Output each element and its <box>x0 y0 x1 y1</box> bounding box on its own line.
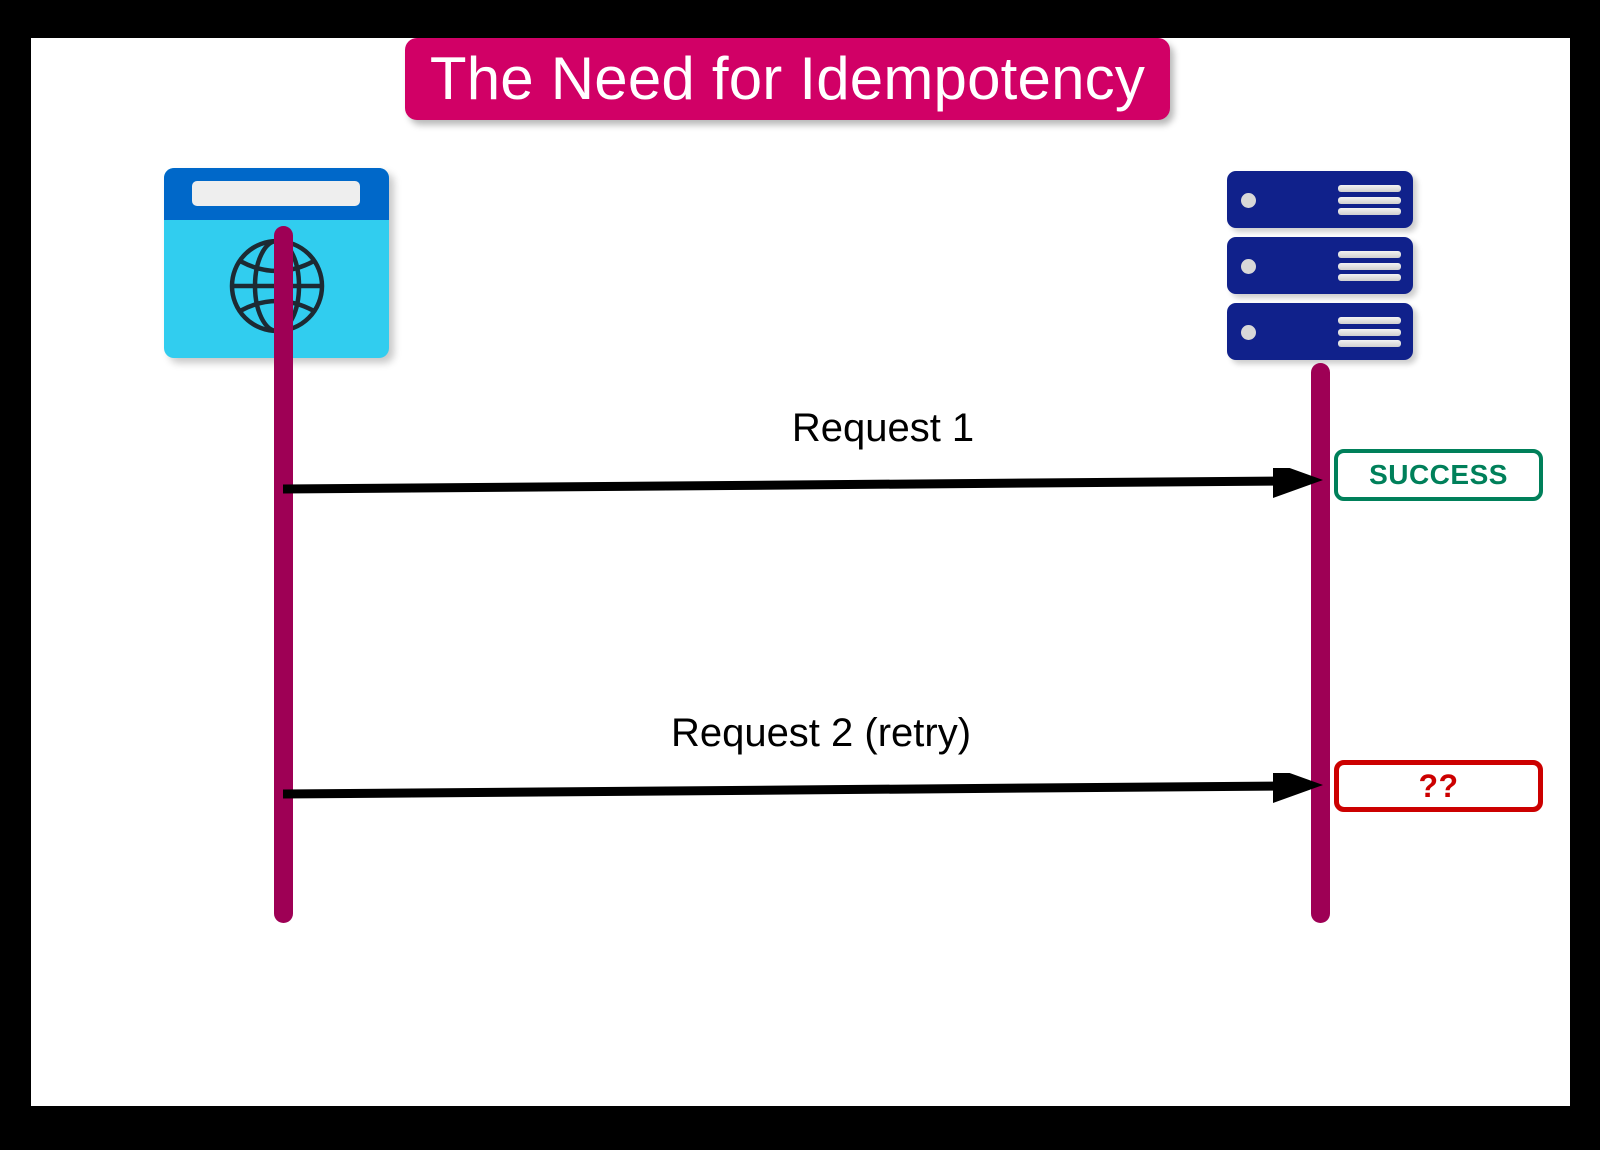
message-arrow-icon <box>282 767 1323 803</box>
message-label: Request 1 <box>791 406 975 450</box>
page-title: The Need for Idempotency <box>429 45 1146 112</box>
message-request-2: Request 2 (retry) <box>282 711 1323 803</box>
status-badge-unknown: ?? <box>1334 760 1543 812</box>
server-vents-icon <box>1338 251 1401 281</box>
message-request-1: Request 1 <box>282 406 1323 498</box>
message-arrow-icon <box>282 462 1323 498</box>
server-rack-icon <box>1227 171 1417 363</box>
message-label: Request 2 (retry) <box>670 711 972 755</box>
server-led-icon <box>1241 193 1256 208</box>
client-lifeline <box>274 226 293 923</box>
browser-address-bar <box>192 181 360 206</box>
server-vents-icon <box>1338 185 1401 215</box>
server-led-icon <box>1241 259 1256 274</box>
server-rack-unit <box>1227 171 1413 228</box>
server-rack-unit <box>1227 237 1413 294</box>
server-rack-unit <box>1227 303 1413 360</box>
server-led-icon <box>1241 325 1256 340</box>
server-vents-icon <box>1338 317 1401 347</box>
status-badge-success: SUCCESS <box>1334 449 1543 501</box>
diagram-canvas: The Need for Idempotency <box>31 38 1570 1106</box>
title-banner: The Need for Idempotency <box>405 38 1170 120</box>
